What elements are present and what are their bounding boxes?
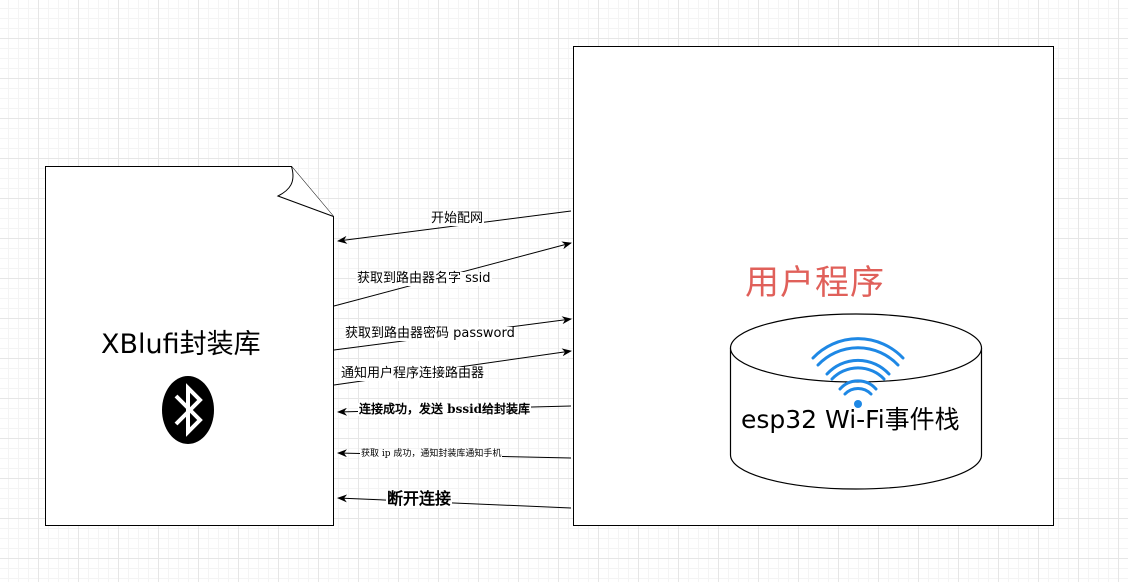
stack-title: esp32 Wi-Fi事件栈 bbox=[741, 405, 960, 434]
message-label-got-ip: 获取 ip 成功，通知封装库通知手机 bbox=[360, 449, 503, 460]
library-title: XBlufi封装库 bbox=[101, 329, 261, 360]
wifi-icon bbox=[811, 337, 905, 408]
app-title: 用户程序 bbox=[745, 263, 885, 303]
message-label-connect-success: 连接成功，发送 bssid给封装库 bbox=[358, 402, 532, 417]
library-document-shape bbox=[45, 166, 334, 526]
message-label-start-provisioning: 开始配网 bbox=[430, 211, 485, 227]
bluetooth-icon bbox=[162, 376, 214, 444]
message-label-disconnect: 断开连接 bbox=[386, 489, 453, 508]
message-arrow-disconnect bbox=[337, 494, 572, 509]
message-label-notify-connect: 通知用户程序连接路由器 bbox=[340, 366, 486, 382]
message-label-password: 获取到路由器密码 password bbox=[344, 326, 516, 342]
message-label-ssid: 获取到路由器名字 ssid bbox=[356, 271, 492, 287]
